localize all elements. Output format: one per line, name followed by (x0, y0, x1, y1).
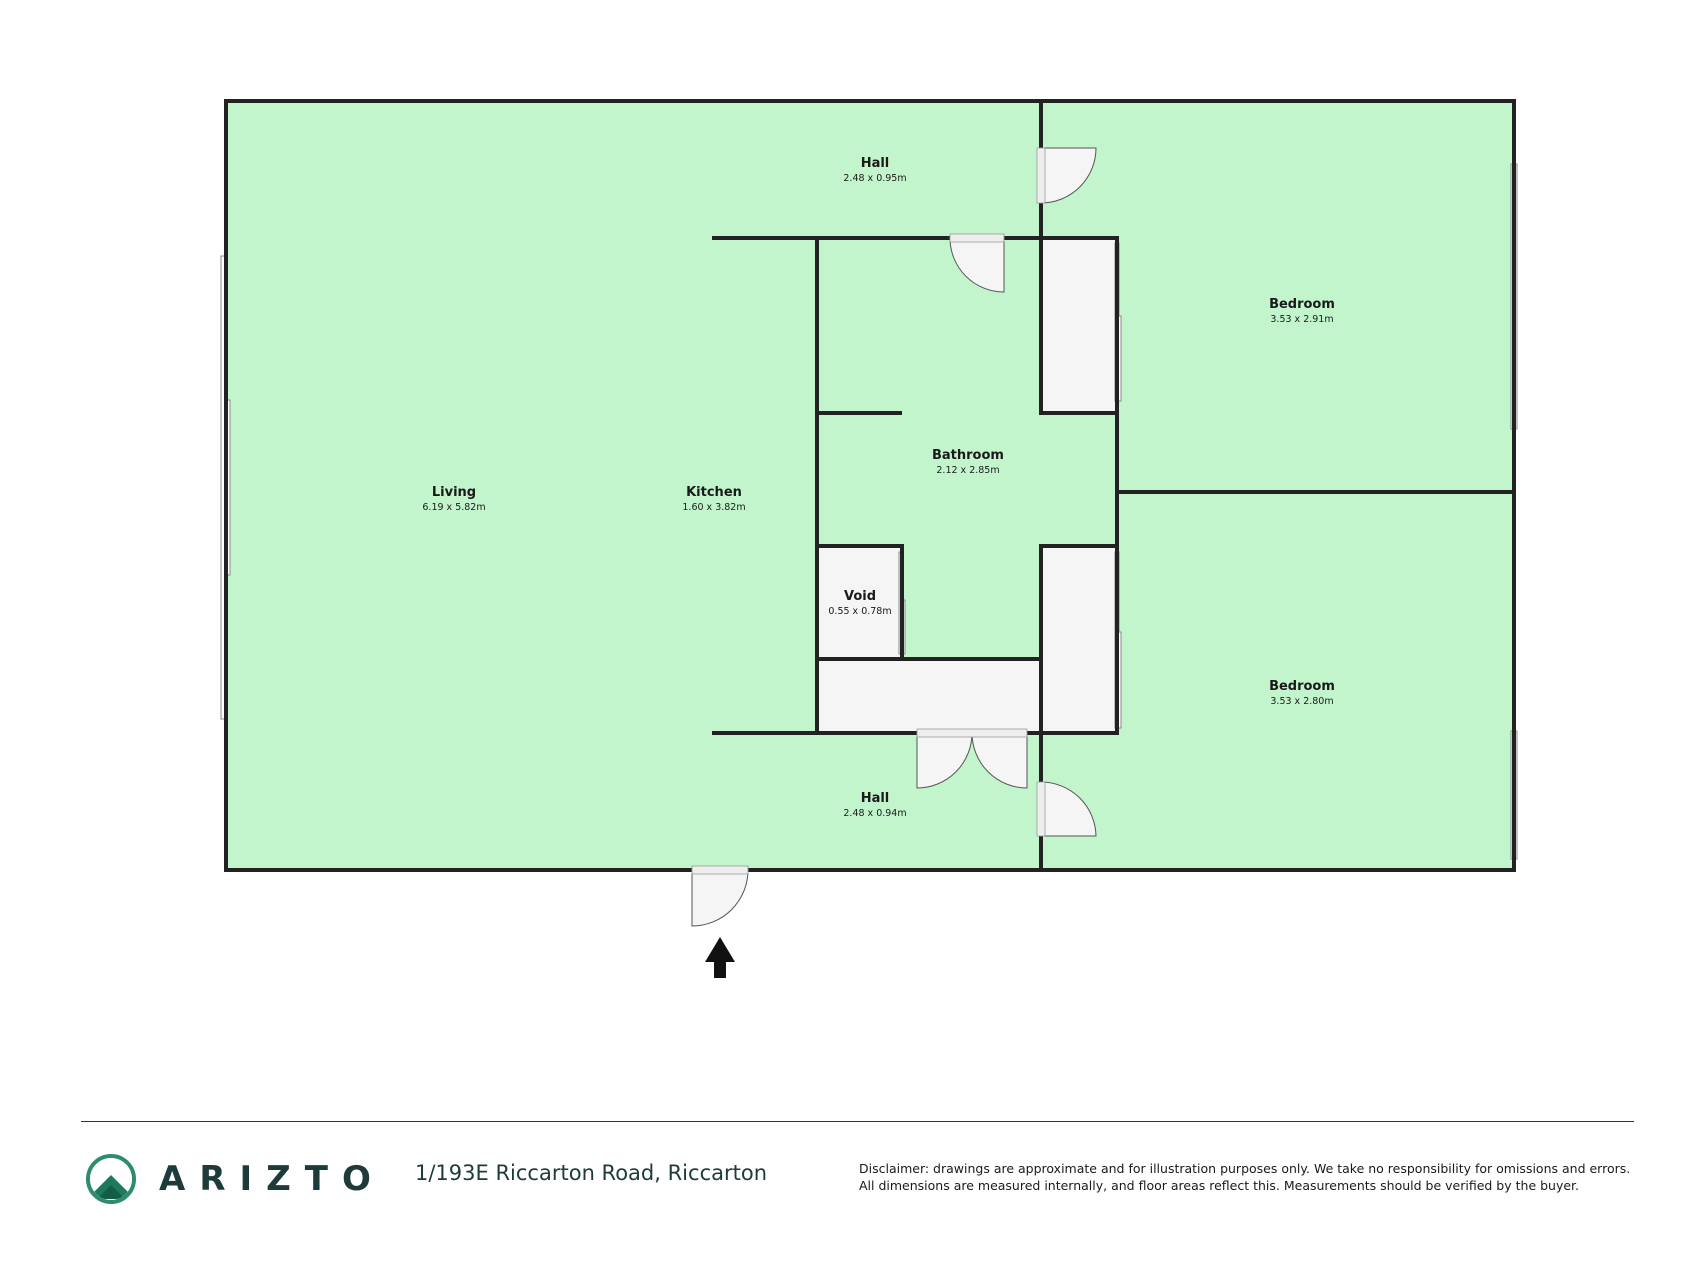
disclaimer: Disclaimer: drawings are approximate and… (859, 1160, 1649, 1194)
room-dims-living: 6.19 x 5.82m (422, 502, 485, 513)
room-dims-kitchen: 1.60 x 3.82m (682, 502, 745, 513)
door-bedroom-bottom (1036, 781, 1097, 837)
brand-name: ARIZTO (159, 1159, 385, 1199)
entry-arrow-icon (705, 937, 735, 978)
brand: ARIZTO (85, 1153, 385, 1205)
room-name-hall-bottom: Hall (861, 791, 890, 806)
room-name-void: Void (844, 589, 876, 604)
door-bathroom (949, 233, 1005, 293)
door-cupboard-right (916, 728, 1028, 789)
room-dims-bedroom-bottom: 3.53 x 2.80m (1270, 696, 1333, 707)
room-dims-bathroom: 2.12 x 2.85m (936, 465, 999, 476)
footer-divider (81, 1121, 1634, 1122)
doors (691, 147, 1097, 927)
room-dims-hall-top: 2.48 x 0.95m (843, 173, 906, 184)
room-dims-bedroom-top: 3.53 x 2.91m (1270, 314, 1333, 325)
room-name-living: Living (432, 485, 476, 500)
walls (224, 99, 1516, 872)
door-entry (691, 865, 749, 927)
room-name-bedroom-top: Bedroom (1269, 297, 1335, 312)
room-name-bedroom-bottom: Bedroom (1269, 679, 1335, 694)
property-address: 1/193E Riccarton Road, Riccarton (415, 1161, 768, 1185)
arizto-logo-icon (86, 1154, 136, 1204)
void-area (817, 546, 902, 659)
door-cupboard-left (916, 732, 973, 789)
room-labels: Hall 2.48 x 0.95m Bedroom 3.53 x 2.91m B… (422, 156, 1335, 819)
cupboard-corridor (817, 659, 1041, 733)
room-name-kitchen: Kitchen (686, 485, 742, 500)
room-dims-void: 0.55 x 0.78m (828, 606, 891, 617)
disclaimer-line-2: All dimensions are measured internally, … (859, 1178, 1580, 1193)
wardrobe-top (1041, 238, 1117, 413)
room-dims-hall-bottom: 2.48 x 0.94m (843, 808, 906, 819)
door-bedroom-top (1036, 147, 1097, 204)
room-name-bathroom: Bathroom (932, 448, 1004, 463)
room-name-hall-top: Hall (861, 156, 890, 171)
wardrobe-bottom (1041, 546, 1117, 733)
disclaimer-line-1: Disclaimer: drawings are approximate and… (859, 1161, 1631, 1176)
floor-area (226, 101, 1514, 870)
